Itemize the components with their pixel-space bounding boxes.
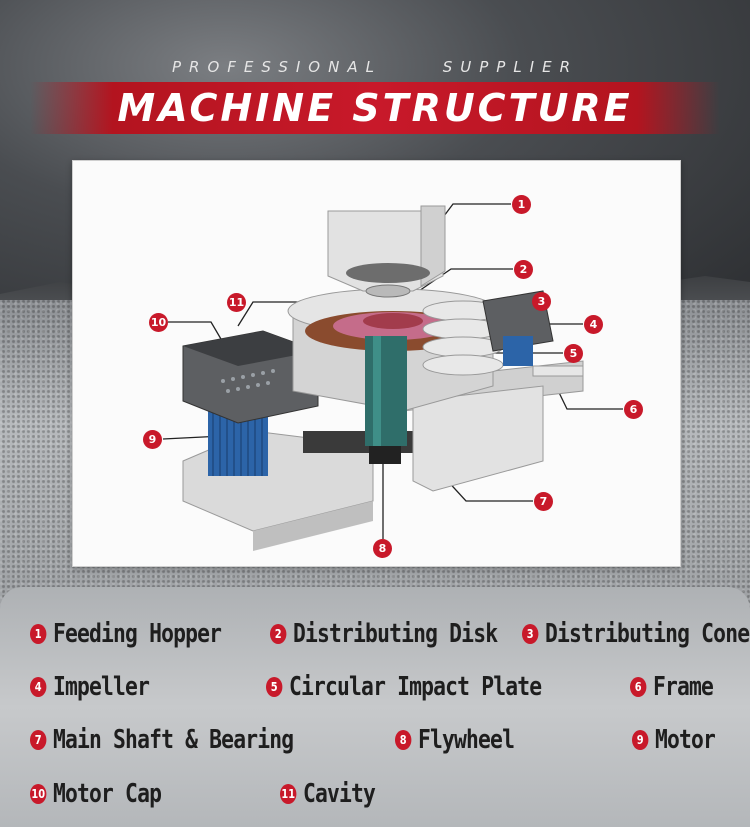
callout-2: 2 bbox=[514, 260, 533, 279]
legend-badge: 8 bbox=[395, 730, 412, 750]
legend-item-1: 1 Feeding Hopper bbox=[30, 619, 222, 649]
legend-label: Main Shaft & Bearing bbox=[52, 725, 294, 755]
machine-diagram-panel: 1 2 3 4 5 6 7 8 9 10 11 bbox=[72, 160, 681, 567]
legend-badge: 9 bbox=[632, 730, 649, 750]
page-title: MACHINE STRUCTURE bbox=[117, 86, 633, 130]
subtitle-left: PROFESSIONAL bbox=[171, 58, 382, 76]
callout-4: 4 bbox=[584, 315, 603, 334]
legend-item-6: 6 Frame bbox=[630, 672, 714, 702]
callout-3: 3 bbox=[532, 292, 551, 311]
legend-panel: 1 Feeding Hopper 2 Distributing Disk 3 D… bbox=[0, 587, 750, 827]
legend-label: Distributing Cone bbox=[544, 619, 750, 649]
legend-badge: 4 bbox=[30, 677, 47, 697]
legend-item-10: 10 Motor Cap bbox=[30, 779, 162, 809]
subtitle-right: SUPPLIER bbox=[442, 58, 579, 76]
legend-badge: 2 bbox=[270, 624, 287, 644]
legend-label: Motor bbox=[654, 725, 716, 755]
callout-6: 6 bbox=[624, 400, 643, 419]
legend-label: Circular Impact Plate bbox=[288, 672, 542, 702]
title-banner bbox=[30, 82, 720, 134]
legend-item-7: 7 Main Shaft & Bearing bbox=[30, 725, 294, 755]
legend-badge: 11 bbox=[280, 784, 297, 804]
legend-item-8: 8 Flywheel bbox=[395, 725, 515, 755]
callout-8: 8 bbox=[373, 539, 392, 558]
legend-badge: 10 bbox=[30, 784, 47, 804]
legend-badge: 6 bbox=[630, 677, 647, 697]
legend-item-9: 9 Motor bbox=[632, 725, 716, 755]
callout-10: 10 bbox=[149, 313, 168, 332]
legend-badge: 1 bbox=[30, 624, 47, 644]
legend-label: Frame bbox=[652, 672, 714, 702]
legend-label: Cavity bbox=[302, 779, 376, 809]
legend-item-11: 11 Cavity bbox=[280, 779, 376, 809]
legend-item-3: 3 Distributing Cone bbox=[522, 619, 750, 649]
legend-label: Motor Cap bbox=[52, 779, 162, 809]
legend-item-2: 2 Distributing Disk bbox=[270, 619, 498, 649]
machine-illustration bbox=[162, 203, 623, 551]
header-subtitle: PROFESSIONAL SUPPLIER bbox=[0, 58, 750, 76]
legend-item-4: 4 Impeller bbox=[30, 672, 150, 702]
callout-7: 7 bbox=[534, 492, 553, 511]
legend-label: Distributing Disk bbox=[292, 619, 498, 649]
callout-11: 11 bbox=[227, 293, 246, 312]
legend-badge: 3 bbox=[522, 624, 539, 644]
legend-item-5: 5 Circular Impact Plate bbox=[266, 672, 542, 702]
callout-1: 1 bbox=[512, 195, 531, 214]
callout-5: 5 bbox=[564, 344, 583, 363]
legend-label: Flywheel bbox=[417, 725, 515, 755]
legend-badge: 7 bbox=[30, 730, 47, 750]
legend-label: Impeller bbox=[52, 672, 150, 702]
legend-badge: 5 bbox=[266, 677, 283, 697]
callout-9: 9 bbox=[143, 430, 162, 449]
legend-label: Feeding Hopper bbox=[52, 619, 222, 649]
